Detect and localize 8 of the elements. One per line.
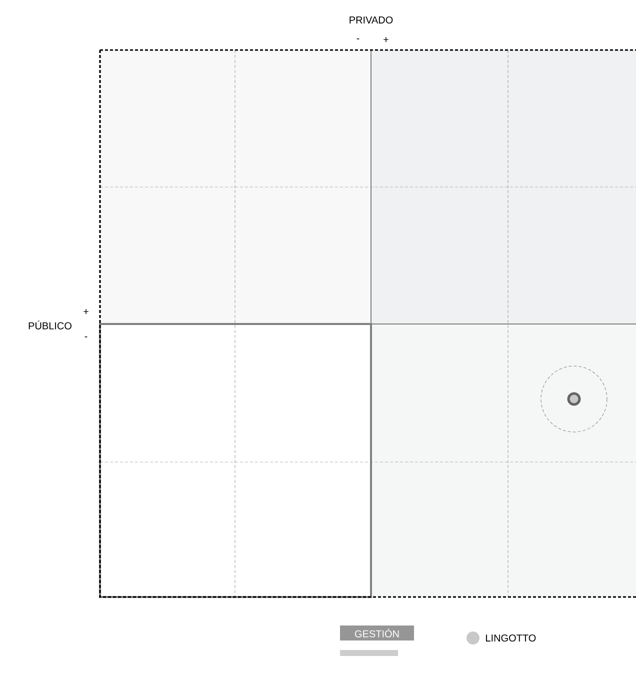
category-tag: GESTIÓN — [340, 626, 414, 640]
sign-label: + — [84, 309, 88, 314]
sign-label: - — [84, 336, 88, 338]
axis-label: PRIVADO — [350, 16, 393, 24]
axis-label: PÚBLICO — [28, 320, 72, 330]
legend-label: LINGOTTO — [486, 634, 536, 642]
sign-label: + — [384, 37, 388, 42]
sign-label: - — [356, 38, 360, 40]
